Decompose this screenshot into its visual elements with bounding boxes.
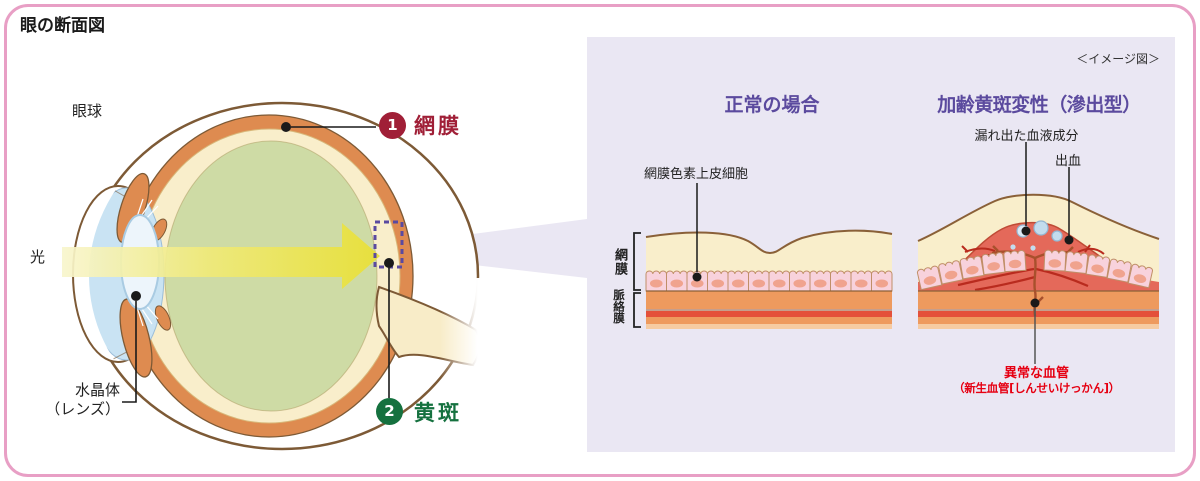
amd-rpe-cells <box>916 249 1153 291</box>
rpe-cell <box>789 270 811 292</box>
normal-tissue <box>633 183 893 329</box>
amd-choroid-fade <box>918 324 1159 329</box>
label-abnormal-vessels: 異常な血管 （新生血管[しんせいけっかん]） <box>936 366 1137 395</box>
heading-amd-case: 加齢黄斑変性（滲出型） <box>937 94 1141 116</box>
label-abnormal-line2: （新生血管[しんせいけっかん]） <box>953 380 1120 395</box>
normal-retina-surface <box>645 229 893 255</box>
bracket-choroid <box>633 292 641 328</box>
marker-dot-retina <box>281 122 291 132</box>
rpe-cell <box>748 270 770 292</box>
leader-lines <box>122 126 390 403</box>
rpe-cell <box>871 270 893 292</box>
marker-dot-leaked <box>1021 226 1031 236</box>
rpe-cell <box>959 255 985 280</box>
rpe-cell <box>830 270 852 292</box>
marker-dot-macula <box>384 258 394 268</box>
image-note: ＜イメージ図＞ <box>1076 52 1160 66</box>
amd-choroid-vessel-stripe <box>918 311 1159 317</box>
bracket-label-choroid: 脈絡膜 <box>612 289 626 324</box>
zoom-wedge <box>404 219 587 278</box>
label-macula: 黄斑 <box>414 401 462 425</box>
leader-line-lens <box>122 301 137 403</box>
rpe-cell <box>1003 250 1027 273</box>
light-beam-arrow <box>62 223 380 289</box>
label-lens: 水晶体 （レンズ） <box>36 381 120 419</box>
rpe-cell <box>1043 249 1067 272</box>
ciliary-process-lower <box>154 305 172 331</box>
rpe-cell <box>1064 251 1089 275</box>
rpe-cell <box>1106 258 1132 283</box>
rpe-cell <box>916 265 943 291</box>
rpe-cell <box>938 260 964 285</box>
normal-rpe-cells <box>645 270 893 292</box>
normal-choroid-band <box>646 291 892 309</box>
normal-choroid-band-2 <box>646 317 892 324</box>
label-bleeding: 出血 <box>1055 154 1082 169</box>
amd-choroid-band-2 <box>918 317 1159 324</box>
badge-number-1: 1 <box>379 112 406 139</box>
label-retina: 網膜 <box>414 114 462 138</box>
marker-dot-lens <box>131 291 141 301</box>
label-lens-line2: （レンズ） <box>45 399 120 418</box>
amd-retina-surface <box>917 193 1160 242</box>
label-abnormal-line1: 異常な血管 <box>1003 366 1069 381</box>
normal-choroid-vessel-stripe <box>646 311 892 317</box>
normal-retina-layer <box>646 230 892 275</box>
amd-tissue <box>916 142 1160 364</box>
label-light: 光 <box>30 248 46 266</box>
marker-dot-bleeding <box>1064 235 1074 245</box>
rpe-cell <box>1127 263 1153 289</box>
rpe-cell <box>809 270 831 292</box>
rpe-cell <box>707 270 729 292</box>
bracket-retina <box>633 232 641 291</box>
rpe-cell <box>666 270 688 292</box>
label-lens-line1: 水晶体 <box>74 381 120 399</box>
rpe-cell <box>981 252 1006 276</box>
label-rpe-cells: 網膜色素上皮細胞 <box>644 167 749 182</box>
rpe-cell <box>1085 254 1111 278</box>
rpe-cell <box>768 270 790 292</box>
badge-number-2: 2 <box>376 398 403 425</box>
label-leaked-blood: 漏れ出た血液成分 <box>974 129 1079 144</box>
bracket-label-retina: 網膜 <box>612 248 627 276</box>
normal-choroid-fade <box>646 324 892 329</box>
page-title: 眼の断面図 <box>20 16 105 36</box>
heading-normal-case: 正常の場合 <box>724 94 820 116</box>
amd-subcell-fluid <box>918 266 1159 291</box>
rpe-cell <box>850 270 872 292</box>
amd-subcell-vessels <box>957 267 1089 292</box>
rpe-cell <box>727 270 749 292</box>
marker-dot-abnormal <box>1030 298 1040 308</box>
rpe-cell <box>645 270 667 292</box>
optic-nerve <box>375 278 484 378</box>
marker-dot-rpe <box>692 272 702 282</box>
label-eyeball: 眼球 <box>72 102 103 120</box>
